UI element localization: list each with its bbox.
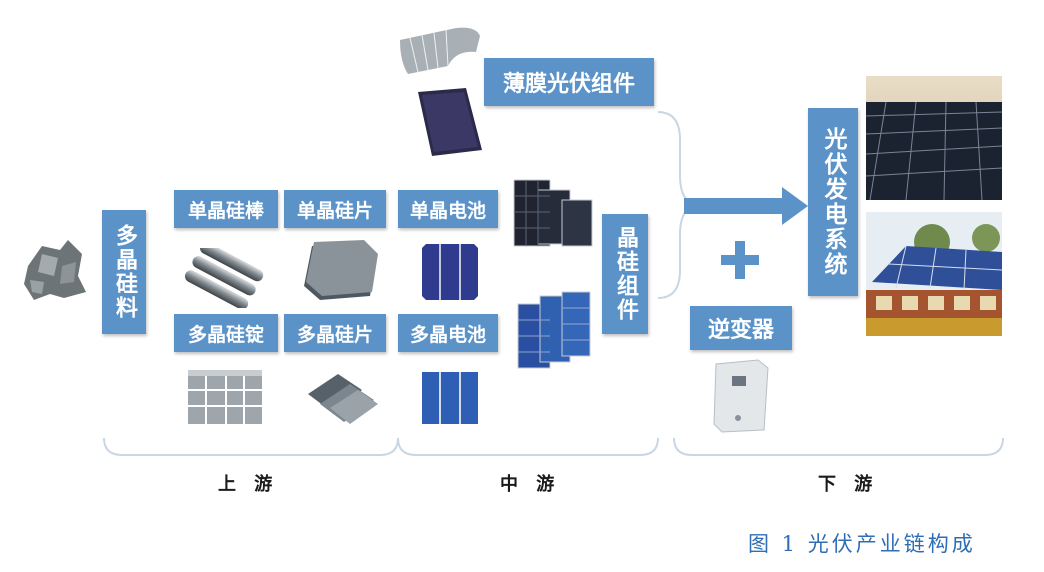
mono-rod-label: 单晶硅棒 (187, 199, 264, 222)
mono-rod-box: 单晶硅棒 (174, 190, 278, 228)
polysilicon-chunks-image (24, 240, 86, 300)
thin-film-module-box: 薄膜光伏组件 (484, 58, 654, 106)
midstream-bracket (397, 437, 659, 456)
inverter-box: 逆变器 (690, 306, 792, 350)
plus-icon (721, 241, 759, 279)
rooftop-pv-image (866, 212, 1002, 336)
figure-caption: 图 1 光伏产业链构成 (748, 532, 976, 556)
mono-wafer-image (304, 240, 378, 300)
thin-film-flexible-image (400, 27, 480, 75)
inverter-label: 逆变器 (707, 318, 774, 343)
mono-wafer-box: 单晶硅片 (284, 190, 386, 228)
downstream-label: 下 游 (818, 474, 879, 495)
poly-ingot-image (188, 370, 262, 424)
poly-wafer-box: 多晶硅片 (284, 314, 386, 352)
mono-module-image (513, 179, 593, 247)
downstream-bracket (673, 437, 1004, 456)
polysilicon-box: 多晶硅料 (102, 210, 146, 334)
crystalline-module-box: 晶硅组件 (602, 214, 648, 334)
poly-cell-box: 多晶电池 (398, 314, 498, 352)
poly-cell-image (422, 372, 478, 424)
pv-power-system-box: 光伏发电系统 (808, 108, 858, 296)
pv-power-system-label: 光伏发电系统 (820, 127, 846, 277)
upstream-bracket (103, 437, 399, 456)
midstream-label: 中 游 (500, 474, 561, 495)
poly-wafer-image (308, 374, 378, 424)
solar-farm-image (866, 76, 1002, 200)
poly-ingot-box: 多晶硅锭 (174, 314, 278, 352)
upstream-label: 上 游 (218, 474, 279, 495)
mono-wafer-label: 单晶硅片 (296, 199, 373, 222)
mono-cell-label: 单晶电池 (409, 199, 486, 222)
mono-cell-box: 单晶电池 (398, 190, 498, 228)
thin-film-module-label: 薄膜光伏组件 (502, 72, 635, 97)
poly-cell-label: 多晶电池 (409, 323, 486, 346)
crystalline-module-label: 晶硅组件 (613, 226, 638, 322)
inverter-image (713, 359, 769, 433)
mono-rod-image (184, 248, 264, 308)
flow-arrow (684, 187, 808, 225)
polysilicon-label: 多晶硅料 (112, 224, 137, 320)
poly-ingot-label: 多晶硅锭 (187, 323, 264, 346)
mono-cell-image (422, 244, 478, 300)
thin-film-panel-image (418, 88, 482, 156)
poly-module-image (517, 291, 591, 369)
poly-wafer-label: 多晶硅片 (296, 323, 373, 346)
